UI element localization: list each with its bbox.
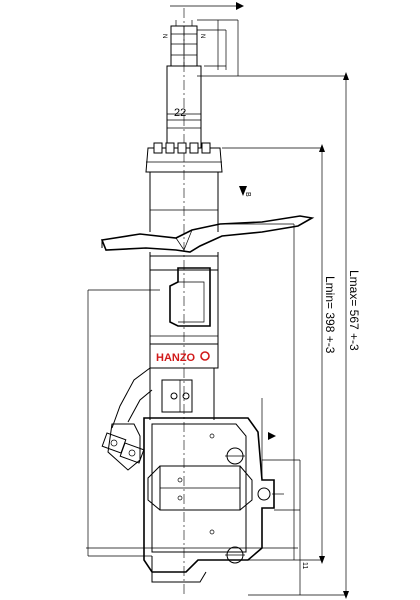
lmax-label: Lmax= 567 +-3: [347, 270, 361, 351]
top-mount: [145, 142, 223, 173]
knuckle-bracket: [143, 417, 275, 583]
brand-logo: HANZO: [156, 352, 196, 364]
thread-dimension: 22: [167, 107, 201, 121]
brand-band: HANZO: [149, 343, 219, 369]
svg-text:N: N: [161, 34, 167, 38]
small-dimension-label: 11: [301, 562, 308, 569]
hose-bracket: [101, 423, 145, 471]
top-nut: N N: [161, 20, 205, 67]
nut-dimension-lines: [197, 19, 239, 77]
length-dimensions: 11: [86, 72, 349, 599]
view-marker-label: B: [244, 192, 251, 197]
lmin-label: Lmin= 398 +-3: [323, 276, 337, 354]
spring-seat: [100, 215, 315, 253]
svg-text:N: N: [199, 34, 205, 38]
bracket-arrows: [261, 398, 284, 495]
view-marker: B: [239, 186, 251, 197]
top-reference: [170, 2, 244, 10]
thread-size-label: 22: [174, 107, 186, 119]
lower-body: [111, 367, 215, 429]
gear-icon: [200, 351, 210, 361]
upper-tube: [149, 172, 219, 232]
